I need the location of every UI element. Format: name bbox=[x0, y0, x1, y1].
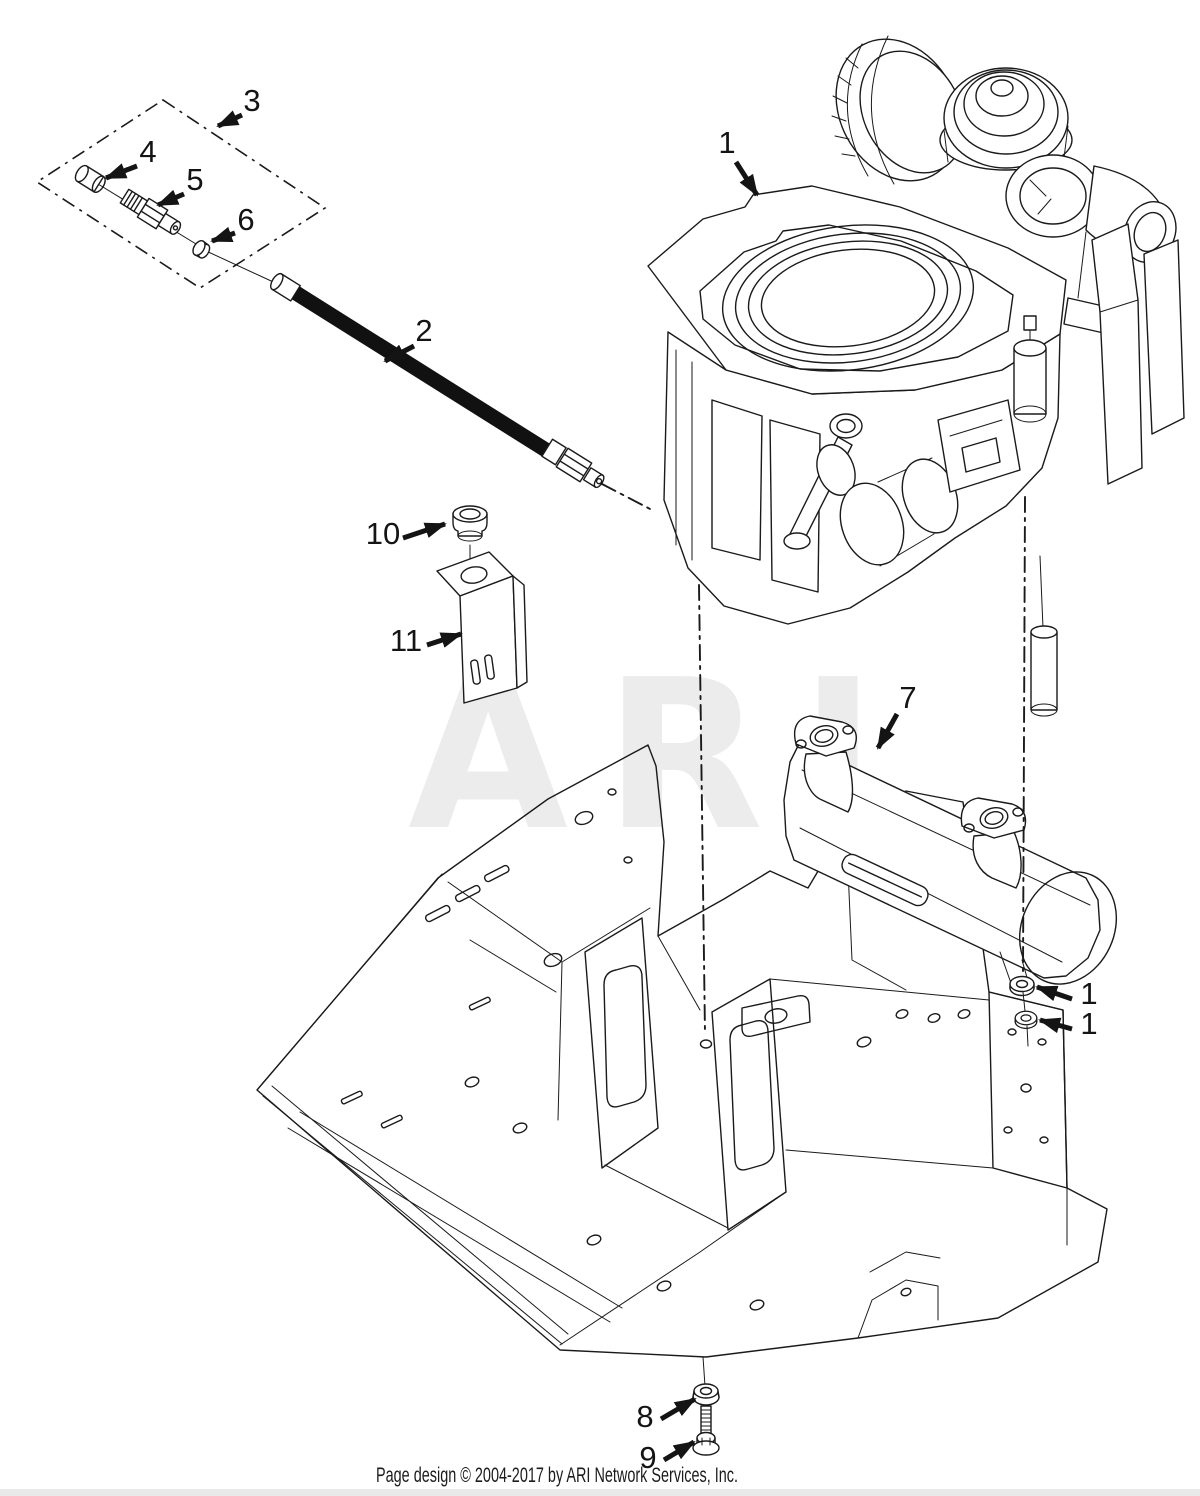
callout-grommet[interactable]: 10 bbox=[366, 516, 400, 551]
callout-arrow-fuel-hose bbox=[383, 343, 416, 364]
valve-hex-nut bbox=[192, 240, 211, 259]
callout-arrow-valve-nut bbox=[210, 226, 236, 244]
muffler bbox=[783, 715, 1118, 989]
callout-arrow-bracket bbox=[426, 631, 463, 648]
frame-bolt-hardware bbox=[692, 1356, 720, 1456]
callout-cap[interactable]: 4 bbox=[139, 134, 156, 169]
drain-valve-body bbox=[119, 188, 182, 235]
callout-valve-nut[interactable]: 6 bbox=[237, 202, 254, 237]
callout-nut-lower[interactable]: 1 bbox=[1080, 1006, 1097, 1041]
callout-arrow-cap bbox=[104, 163, 138, 181]
footer-copyright: Page design © 2004-2017 by ARI Network S… bbox=[376, 1464, 738, 1487]
drain-valve-kit bbox=[35, 99, 327, 289]
callout-arrow-drain-valve bbox=[156, 189, 185, 208]
callout-arrow-flange-locknut bbox=[659, 1396, 697, 1422]
callout-fuel-hose[interactable]: 2 bbox=[415, 313, 432, 348]
callout-nut-upper[interactable]: 1 bbox=[1080, 976, 1097, 1011]
frame-chassis bbox=[256, 744, 1108, 1358]
callout-drain-valve[interactable]: 5 bbox=[186, 162, 203, 197]
callout-arrow-hex-bolt bbox=[662, 1439, 696, 1463]
callout-arrow-muffler bbox=[875, 712, 900, 750]
callout-muffler[interactable]: 7 bbox=[899, 680, 916, 715]
callout-arrow-grommet bbox=[402, 521, 447, 541]
callout-arrow-nut-upper bbox=[1035, 984, 1073, 1002]
callout-hex-bolt[interactable]: 9 bbox=[639, 1440, 656, 1475]
callout-arrow-valve-kit bbox=[216, 110, 244, 129]
callout-valve-kit[interactable]: 3 bbox=[243, 83, 260, 118]
callout-engine[interactable]: 1 bbox=[718, 125, 735, 160]
fuel-hose bbox=[270, 272, 605, 489]
callout-bracket[interactable]: 11 bbox=[390, 623, 422, 658]
kit-dashed-box bbox=[35, 99, 327, 289]
projection-lines bbox=[601, 483, 1026, 1035]
engine-assembly bbox=[647, 35, 1185, 717]
hex-bolt-part bbox=[692, 1405, 720, 1456]
support-bracket bbox=[436, 551, 528, 704]
callout-arrow-nut-lower bbox=[1038, 1017, 1073, 1034]
drain-valve-cap bbox=[74, 164, 106, 194]
engine-mount-nuts bbox=[1009, 975, 1038, 1047]
page-bottom-strip bbox=[0, 1489, 1200, 1496]
flange-locknut-part bbox=[692, 1383, 720, 1406]
hose-band bbox=[292, 286, 553, 459]
callout-arrow-engine bbox=[733, 160, 760, 197]
callout-flange-locknut[interactable]: 8 bbox=[636, 1399, 653, 1434]
